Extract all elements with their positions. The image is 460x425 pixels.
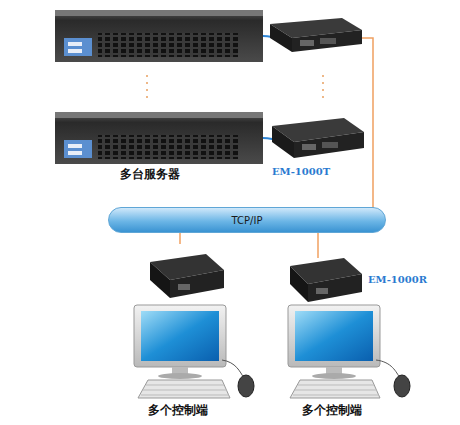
ellipsis-dots (146, 75, 324, 98)
model-label: EM-1000T (272, 166, 330, 177)
monitor (134, 305, 226, 379)
server (55, 112, 263, 164)
keyboard (290, 380, 380, 398)
network-band: TCP/IP (108, 207, 386, 233)
monitor (288, 305, 380, 379)
model-label: EM-1000R (368, 274, 427, 285)
group-label: 多个控制端 (302, 402, 362, 419)
receiver-box (290, 258, 362, 302)
mouse-cable (222, 360, 244, 378)
transmitter-box (272, 118, 364, 158)
node-text: TCP/IP (232, 215, 263, 226)
receiver-box (150, 254, 224, 298)
group-label: 多个控制端 (148, 402, 208, 419)
group-label: 多台服务器 (120, 166, 180, 183)
mouse-cable (376, 360, 400, 378)
transmitter-box (270, 18, 362, 52)
mouse (394, 375, 410, 397)
server (55, 10, 263, 62)
mouse (238, 375, 254, 397)
keyboard (138, 380, 230, 398)
